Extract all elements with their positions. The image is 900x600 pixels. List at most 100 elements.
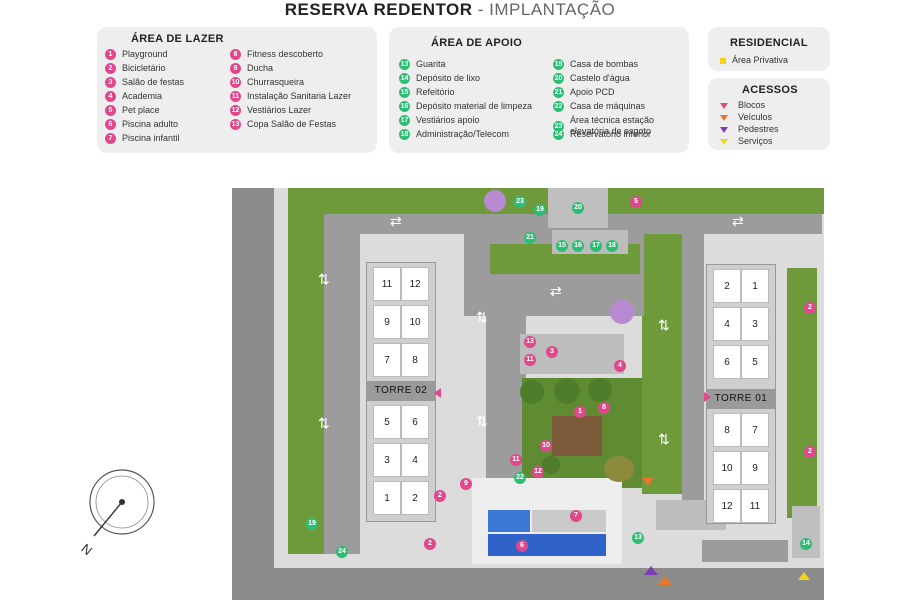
map-marker: 2	[804, 446, 816, 458]
legend-item-label: Casa de máquinas	[570, 101, 646, 112]
map-marker: 5	[630, 196, 642, 208]
map-marker: 10	[540, 440, 552, 452]
east-driveway	[682, 234, 704, 514]
map-marker: 22	[514, 472, 526, 484]
apartment-unit: 4	[401, 443, 429, 477]
block-access-marker	[704, 392, 711, 402]
title-separator: -	[472, 0, 490, 19]
legend-number-badge: 13	[399, 59, 410, 71]
map-marker: 11	[510, 454, 522, 466]
map-marker: 19	[306, 518, 318, 530]
legend-number-badge: 22	[553, 101, 564, 113]
traffic-arrow: ⇅	[658, 431, 670, 447]
traffic-arrow: ⇅	[318, 271, 330, 287]
legend-number-badge: 8	[230, 49, 241, 61]
apartment-unit: 4	[713, 307, 741, 341]
legend-number-badge: 21	[553, 87, 564, 99]
compass-icon	[89, 469, 155, 537]
legend-number-badge: 11	[230, 91, 241, 103]
apartment-unit: 12	[401, 267, 429, 301]
traffic-arrow: ⇅	[476, 413, 488, 429]
map-marker: 6	[516, 540, 528, 552]
map-marker: 19	[534, 204, 546, 216]
traffic-arrow: ⇅	[658, 317, 670, 333]
vehicle-entry-marker	[658, 576, 672, 585]
apartment-unit: 1	[741, 269, 769, 303]
legend-number-badge: 2	[105, 63, 116, 75]
tree	[542, 456, 560, 474]
tree	[610, 300, 634, 324]
compass-north-label: N	[78, 540, 96, 559]
legend-lazer-heading: ÁREA DE LAZER	[131, 33, 224, 45]
legend-number-badge: 17	[399, 115, 410, 127]
traffic-arrow: ⇅	[318, 415, 330, 431]
apartment-unit: 5	[741, 345, 769, 379]
apartment-unit: 12	[713, 489, 741, 523]
legend-item-label: Fitness descoberto	[247, 49, 324, 60]
apartment-unit: 5	[373, 405, 401, 439]
map-marker: 18	[606, 240, 618, 252]
legend-item-label: Piscina infantil	[122, 133, 180, 144]
legend-item-label: Playground	[122, 49, 168, 60]
tree	[554, 378, 580, 404]
map-marker: 9	[460, 478, 472, 490]
map-marker: 21	[524, 232, 536, 244]
legend-item-label: Piscina adulto	[122, 119, 179, 130]
legend-item-label: Depósito de lixo	[416, 73, 481, 84]
traffic-arrow: ⇄	[732, 213, 744, 229]
map-marker: 14	[800, 538, 812, 550]
torre-01-label: TORRE 01	[707, 389, 775, 409]
legend-residencial-heading: RESIDENCIAL	[730, 37, 808, 49]
map-marker: 3	[546, 346, 558, 358]
map-marker: 13	[524, 336, 536, 348]
street-south	[232, 568, 824, 600]
legend-number-badge: 12	[230, 105, 241, 117]
apartment-unit: 8	[713, 413, 741, 447]
map-marker: 8	[598, 402, 610, 414]
access-triangle-icon	[720, 114, 728, 121]
vehicle-access-marker	[642, 478, 654, 486]
legend-item: 5 Pet place	[105, 105, 160, 117]
page-title: RESERVA REDENTOR - IMPLANTAÇÃO	[0, 0, 900, 20]
apartment-unit: 7	[373, 343, 401, 377]
legend-number-badge: 24	[553, 129, 564, 141]
legend-item-label: Administração/Telecom	[416, 129, 510, 140]
map-marker: 2	[804, 302, 816, 314]
legend-item-label: Bicicletário	[122, 63, 166, 74]
south-parking	[702, 540, 788, 562]
apartment-unit: 6	[401, 405, 429, 439]
apartment-unit: 1	[373, 481, 401, 515]
map-marker: 16	[572, 240, 584, 252]
legend-item-label: Casa de bombas	[570, 59, 639, 70]
legend-item-label: Pet place	[122, 105, 160, 116]
pool-deck-shelter	[532, 510, 606, 532]
legend-number-badge: 1	[105, 49, 116, 61]
legend-access-item: Veículos	[720, 112, 772, 123]
traffic-arrow: ⇄	[390, 213, 402, 229]
legend-access-label: Veículos	[738, 112, 773, 122]
map-marker: 1	[574, 406, 586, 418]
legend-item-label: Academia	[122, 91, 163, 102]
tree	[484, 190, 506, 212]
tree	[604, 456, 634, 482]
legend-item-label: Área técnica estação elevatória de esgot…	[570, 115, 655, 136]
torre-02-label: TORRE 02	[367, 381, 435, 401]
legend-item: 8 Fitness descoberto	[230, 49, 324, 61]
east-parking-lawn	[642, 234, 682, 494]
legend-number-badge: 5	[105, 105, 116, 117]
legend-item: 4 Academia	[105, 91, 163, 103]
legend-number-badge: 4	[105, 91, 116, 103]
legend-item: 1 Playground	[105, 49, 168, 61]
